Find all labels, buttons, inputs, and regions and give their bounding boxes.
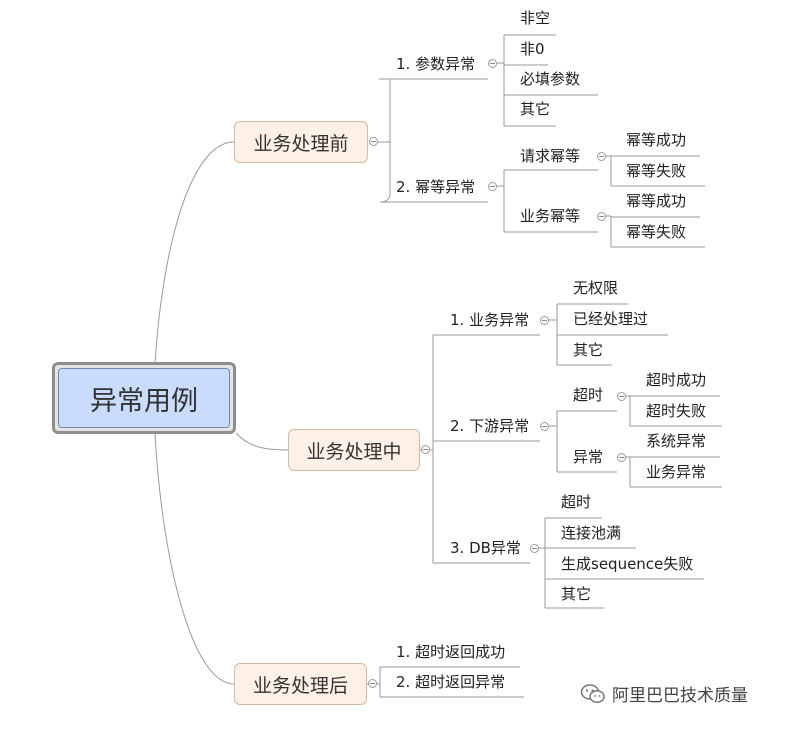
leaf-topic[interactable]: 业务异常 [646, 463, 707, 481]
leaf-topic[interactable]: 生成sequence失败 [561, 555, 694, 573]
subtopic-param[interactable]: 1. 参数异常 [396, 55, 476, 73]
collapse-icon[interactable] [617, 453, 626, 462]
leaf-topic[interactable]: 其它 [573, 341, 604, 359]
brand-text: 阿里巴巴技术质量 [612, 686, 748, 706]
collapse-icon[interactable] [540, 316, 549, 325]
topic-after[interactable]: 业务处理后 [234, 663, 367, 705]
subtopic-downstream[interactable]: 2. 下游异常 [450, 417, 530, 435]
collapse-icon[interactable] [540, 422, 549, 431]
wechat-icon [580, 683, 605, 703]
subtopic-idem[interactable]: 2. 幂等异常 [396, 178, 476, 196]
leaf-topic[interactable]: 超时 [561, 493, 592, 511]
collapse-icon[interactable] [617, 392, 626, 401]
topic-during[interactable]: 业务处理中 [288, 429, 420, 471]
subtopic-timeout[interactable]: 超时 [573, 386, 604, 404]
leaf-topic[interactable]: 连接池满 [561, 524, 622, 542]
leaf-topic[interactable]: 系统异常 [646, 432, 707, 450]
leaf-topic[interactable]: 已经处理过 [573, 310, 649, 328]
leaf-topic[interactable]: 非0 [520, 40, 545, 58]
leaf-topic[interactable]: 其它 [520, 100, 551, 118]
topic-during-label: 业务处理中 [306, 440, 402, 463]
subtopic-biz[interactable]: 1. 业务异常 [450, 311, 530, 329]
leaf-topic[interactable]: 无权限 [573, 279, 619, 297]
collapse-icon[interactable] [597, 212, 606, 221]
leaf-topic[interactable]: 1. 超时返回成功 [396, 643, 506, 661]
leaf-topic[interactable]: 必填参数 [520, 70, 581, 88]
subtopic-db[interactable]: 3. DB异常 [450, 539, 521, 557]
brand-watermark: 阿里巴巴技术质量 [580, 681, 748, 706]
leaf-topic[interactable]: 2. 超时返回异常 [396, 673, 506, 691]
topic-before-label: 业务处理前 [253, 132, 349, 155]
collapse-icon[interactable] [421, 445, 430, 454]
collapse-icon[interactable] [488, 182, 497, 191]
topic-before[interactable]: 业务处理前 [234, 121, 368, 163]
root-topic-label: 异常用例 [58, 368, 230, 428]
collapse-icon[interactable] [488, 59, 497, 68]
leaf-topic[interactable]: 幂等成功 [626, 131, 687, 149]
leaf-topic[interactable]: 非空 [520, 9, 551, 27]
leaf-topic[interactable]: 幂等失败 [626, 223, 687, 241]
leaf-topic[interactable]: 超时失败 [646, 402, 707, 420]
leaf-topic[interactable]: 幂等失败 [626, 162, 687, 180]
topic-after-label: 业务处理后 [252, 674, 348, 697]
collapse-icon[interactable] [368, 679, 377, 688]
collapse-icon[interactable] [597, 152, 606, 161]
leaf-topic[interactable]: 其它 [561, 585, 592, 603]
root-topic[interactable]: 异常用例 [52, 362, 236, 434]
subtopic-error[interactable]: 异常 [573, 448, 604, 466]
collapse-icon[interactable] [530, 544, 539, 553]
leaf-topic[interactable]: 幂等成功 [626, 192, 687, 210]
collapse-icon[interactable] [369, 137, 378, 146]
leaf-topic[interactable]: 超时成功 [646, 371, 707, 389]
subtopic-request-idem[interactable]: 请求幂等 [520, 147, 581, 165]
subtopic-business-idem[interactable]: 业务幂等 [520, 207, 581, 225]
